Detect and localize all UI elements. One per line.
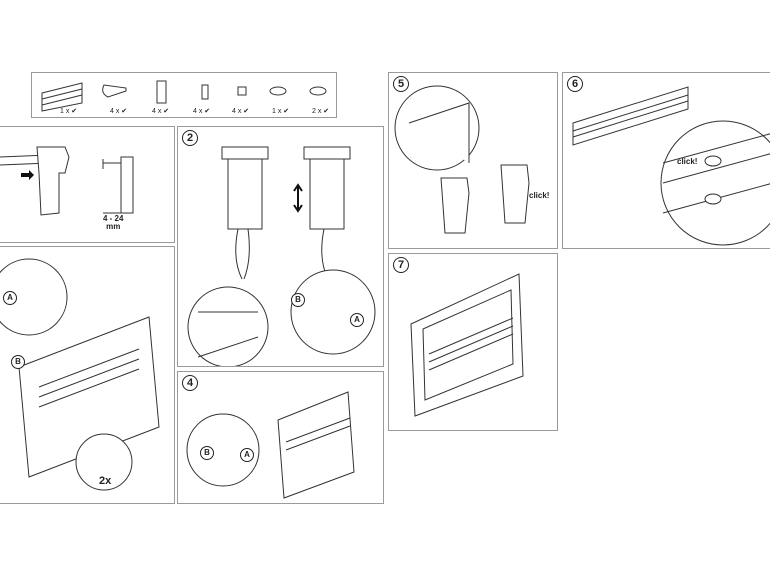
mounting-illustration <box>0 258 160 491</box>
label-a: A <box>3 291 17 305</box>
clip-illustration <box>394 85 530 234</box>
part-qty: 4 x ✔ <box>152 108 170 115</box>
part-qty: 1 x ✔ <box>272 108 290 115</box>
click-label: click! <box>529 191 550 200</box>
part-qty: 2 x ✔ <box>312 108 330 115</box>
label-a: A <box>240 448 254 462</box>
parts-list: 1 x ✔ 4 x ✔ 4 x ✔ 4 x ✔ 4 x ✔ 1 x ✔ 2 x … <box>31 72 337 118</box>
step-7-panel: 7 <box>388 253 558 431</box>
part-qty: 4 x ✔ <box>193 108 211 115</box>
window-illustration <box>410 273 524 417</box>
part-qty: 4 x ✔ <box>232 108 250 115</box>
step-number: 6 <box>567 76 583 92</box>
part-qty: 1 x ✔ <box>60 108 78 115</box>
bracket-illustration <box>0 146 134 216</box>
step-6-panel: 6 click! <box>562 72 770 249</box>
label-a: A <box>350 313 364 327</box>
part-qty: 4 x ✔ <box>110 108 128 115</box>
label-b: B <box>291 293 305 307</box>
parts-illustrations <box>41 80 327 112</box>
step-4-panel: 4 B A <box>177 371 384 504</box>
label-b: B <box>11 355 25 369</box>
quantity-label: 2x <box>99 475 112 487</box>
step-3-panel: A B 2x <box>0 246 175 504</box>
label-b: B <box>200 446 214 460</box>
click-label: click! <box>677 157 698 166</box>
step-number: 4 <box>182 375 198 391</box>
step-2-panel: 2 B A <box>177 126 384 367</box>
handle-illustration <box>572 86 770 246</box>
step-number: 5 <box>393 76 409 92</box>
step-number: 7 <box>393 257 409 273</box>
adjust-illustration <box>186 391 355 499</box>
step-5-panel: 5 click! <box>388 72 558 249</box>
step-number: 2 <box>182 130 198 146</box>
cord-illustration <box>187 146 376 366</box>
